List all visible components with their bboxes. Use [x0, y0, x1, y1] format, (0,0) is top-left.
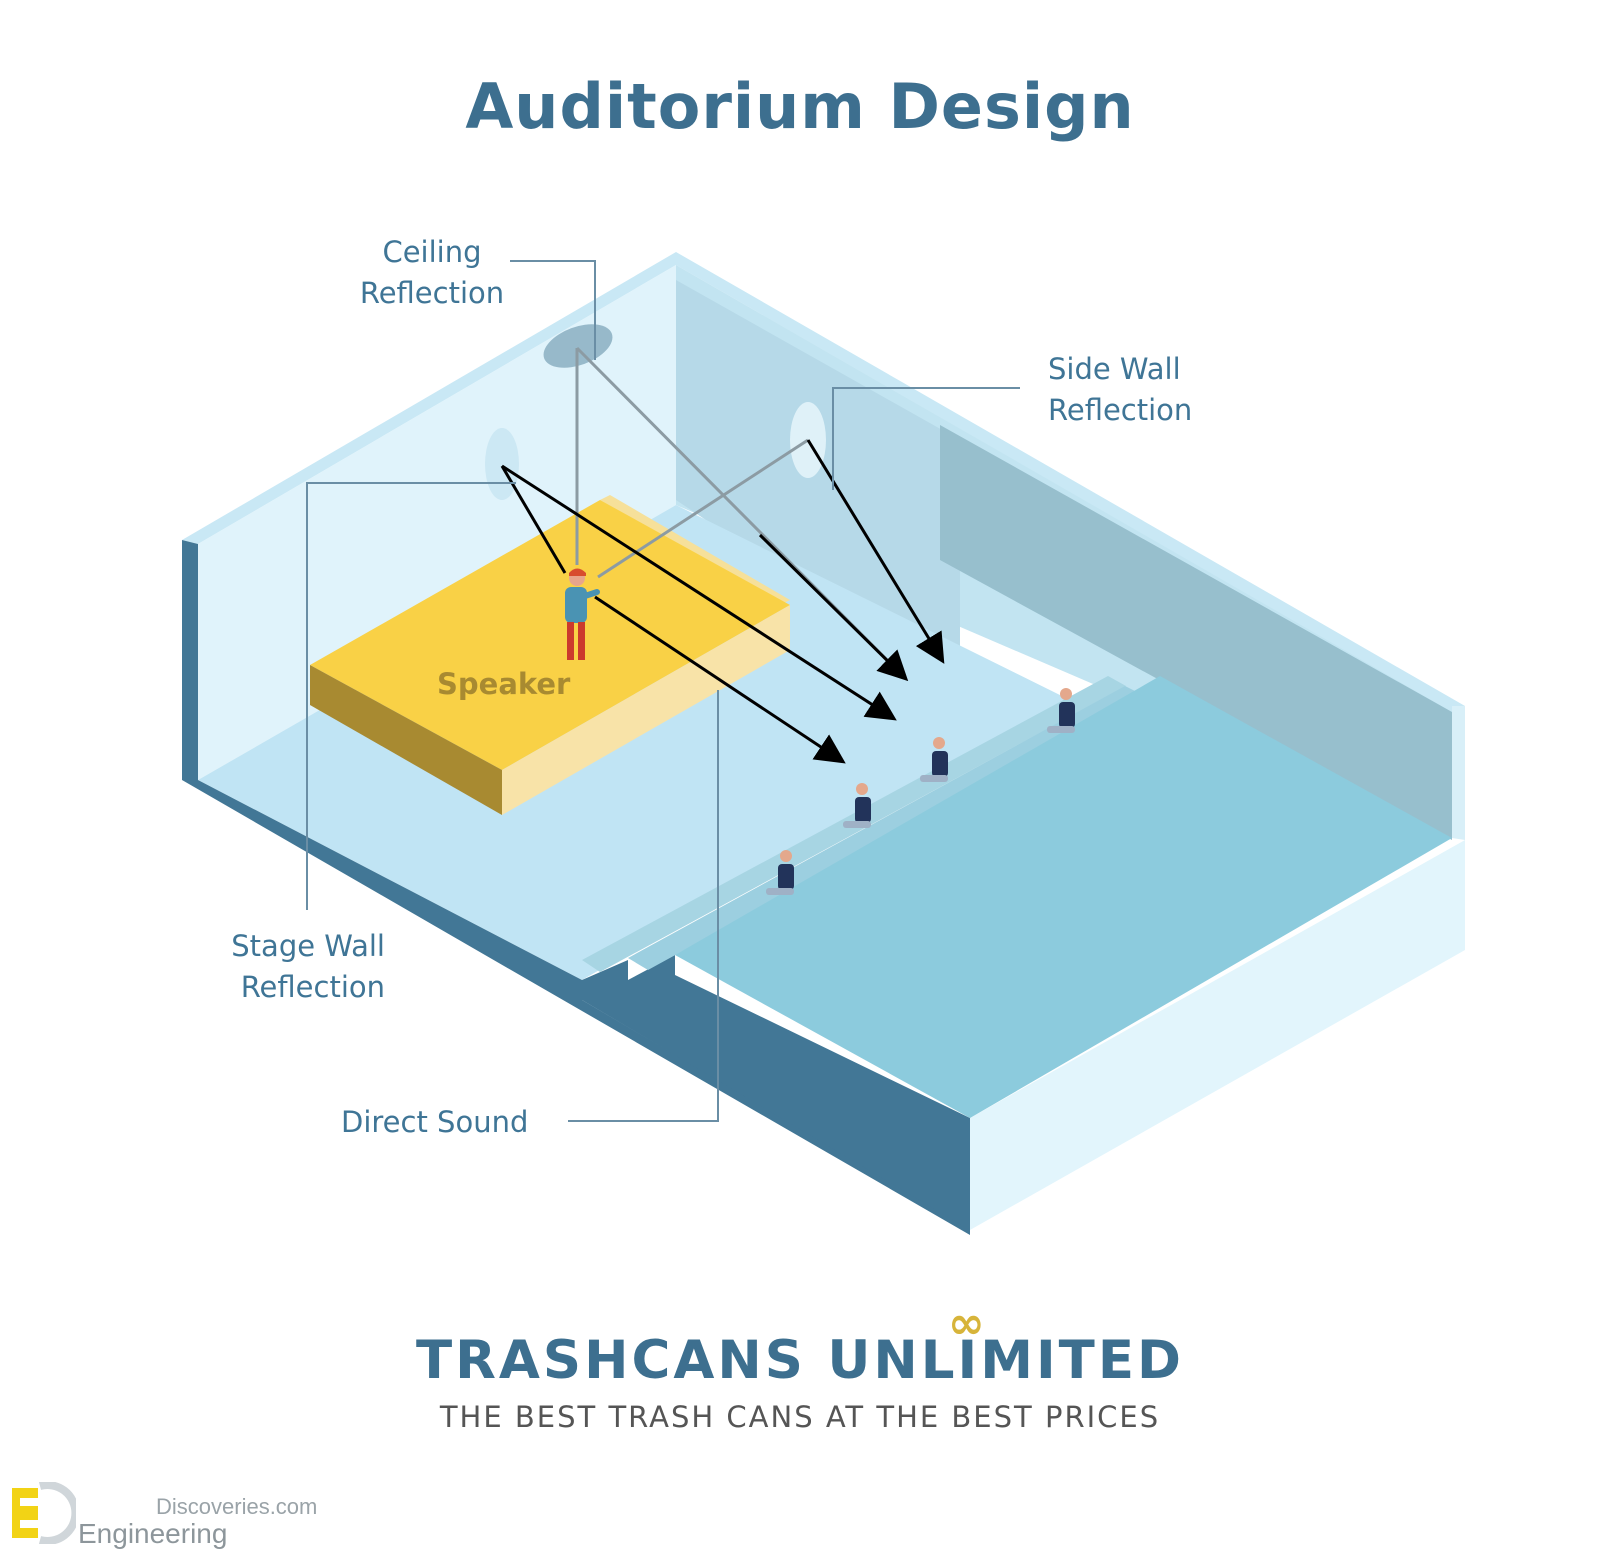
stage-top	[310, 500, 790, 770]
stage-wall-reflection-patch	[485, 428, 519, 500]
speaker-label: Speaker	[437, 667, 571, 701]
direct-sound-leader	[568, 690, 719, 1122]
room-front-cutaway	[582, 955, 970, 1230]
stage-front-side	[502, 605, 790, 815]
side-wall-reflection-arrow	[806, 439, 945, 664]
audience-tier-2	[628, 686, 1145, 970]
audience-floor	[675, 676, 1452, 1118]
ceiling-leader	[510, 260, 596, 360]
room-back-top-edge	[182, 252, 1465, 720]
direct-sound-arrow	[594, 595, 846, 764]
ceiling-reflection-label: Ceiling Reflection	[359, 235, 505, 310]
stage-back-strip	[600, 495, 790, 605]
watermark-discoveries: Discoveries.com	[156, 1494, 318, 1519]
stage-left-side	[310, 665, 502, 815]
brand-name: TRASHCANS UNLIMITED	[415, 1330, 1185, 1391]
room-right-edge	[1452, 706, 1465, 840]
speaker-figure	[565, 568, 600, 660]
room-right-outer-face	[970, 840, 1465, 1230]
side-wall-leader	[832, 387, 1020, 490]
side-wall-path-out	[597, 438, 809, 579]
room-right-wall	[940, 425, 1452, 840]
engineering-discoveries-logo-icon	[12, 1482, 76, 1544]
stage-wall-reflection-label: Stage Wall Reflection	[231, 929, 385, 1004]
infinity-icon: ∞	[948, 1298, 985, 1349]
direct-sound-label: Direct Sound	[341, 1105, 529, 1139]
ceiling-reflection-arrow-tip	[758, 533, 909, 682]
watermark-engineering: Engineering	[78, 1518, 228, 1549]
audience-member-1	[766, 850, 794, 895]
room-left-wall	[198, 265, 676, 780]
stage-wall-reflection-arrow	[501, 464, 897, 721]
audience-member-3	[920, 737, 948, 782]
stage-wall-leader	[306, 482, 516, 910]
brand-tagline: THE BEST TRASH CANS AT THE BEST PRICES	[439, 1400, 1161, 1434]
audience-member-4	[1047, 688, 1075, 733]
side-wall-reflection-label: Side Wall Reflection	[1048, 352, 1193, 427]
page-title: Auditorium Design	[465, 70, 1135, 143]
audience-member-2	[843, 783, 871, 828]
room-back-wall-shadow	[676, 280, 960, 690]
